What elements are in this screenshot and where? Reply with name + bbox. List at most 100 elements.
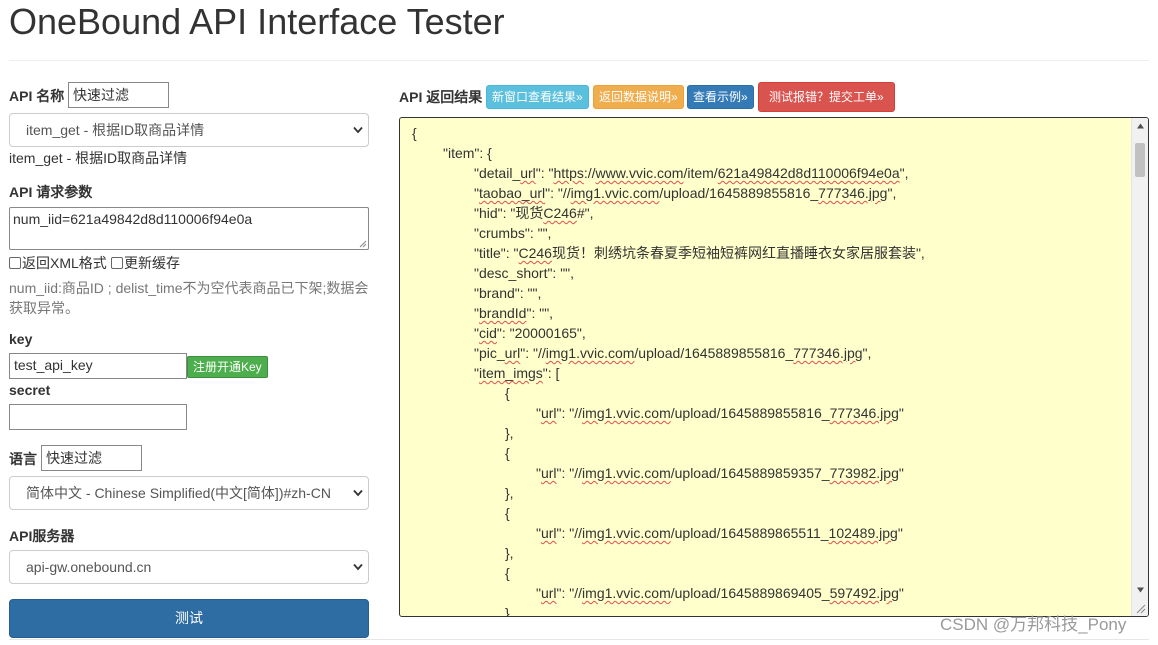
json-token: "crumbs": "", (474, 225, 552, 241)
json-token: :// (583, 165, 596, 181)
json-token: ": "// (556, 525, 583, 541)
json-token: 773982.jpg (829, 465, 899, 481)
new-window-button[interactable]: 新窗口查看结果» (486, 85, 589, 109)
json-token: url (540, 405, 557, 421)
json-line: { (412, 383, 925, 403)
scroll-thumb[interactable] (1135, 143, 1145, 177)
checkbox-icon[interactable] (9, 257, 21, 269)
json-token: www.vvic.com (595, 165, 684, 181)
json-token: ": "", (526, 305, 554, 321)
json-token: C246 (543, 205, 577, 221)
json-line: }, (412, 603, 925, 617)
json-token: " (898, 465, 904, 481)
json-line: "pic_url": "//img1.vvic.com/upload/16458… (412, 343, 925, 363)
json-line: }, (412, 543, 925, 563)
json-token: "detail_ (474, 165, 521, 181)
test-button[interactable]: 测试 (9, 599, 369, 638)
json-token: " (536, 585, 541, 601)
chevron-down-icon (353, 563, 363, 571)
json-token: ", (862, 345, 872, 361)
json-token: https (553, 165, 584, 181)
language-filter-input[interactable]: 快速过滤 (41, 445, 142, 471)
json-token: ", (887, 185, 897, 201)
json-token: /upload/1645889855816_ (670, 405, 830, 421)
server-select[interactable]: api-gw.onebound.cn (9, 550, 369, 584)
json-token: ": "// (520, 345, 546, 361)
server-label: API服务器 (9, 528, 75, 544)
json-line: "cid": "20000165", (412, 323, 925, 343)
api-filter-input[interactable]: 快速过滤 (68, 82, 169, 108)
json-line: "url": "//img1.vvic.com/upload/164588985… (412, 403, 925, 423)
data-doc-button[interactable]: 返回数据说明» (593, 85, 684, 109)
json-line: { (412, 503, 925, 523)
api-description: item_get - 根据ID取商品详情 (9, 150, 188, 166)
json-token: /upload/1645889869405_ (670, 585, 830, 601)
json-token: ": "// (556, 465, 583, 481)
json-line: "desc_short": "", (412, 263, 925, 283)
scroll-down-arrow-icon[interactable] (1136, 586, 1145, 594)
server-select-value: api-gw.onebound.cn (26, 559, 152, 575)
json-token: /upload/1645889855816_ (659, 185, 819, 201)
params-textarea[interactable]: num_iid=621a49842d8d110006f94e0a (9, 207, 369, 250)
update-cache-label: 更新缓存 (124, 255, 180, 271)
json-token: "pic_ (474, 345, 505, 361)
resize-grip-icon[interactable] (1135, 603, 1146, 614)
xml-format-checkbox[interactable]: 返回XML格式 (9, 255, 107, 271)
json-token: img1.vvic.com (545, 345, 635, 361)
report-issue-button[interactable]: 测试报错？提交工单» (758, 82, 895, 112)
json-token: ", (899, 165, 909, 181)
json-token: ": "// (545, 185, 571, 201)
json-token: ": "20000165", (496, 325, 586, 341)
json-token: " (474, 325, 479, 341)
api-name-label: API 名称 (9, 88, 65, 104)
page-title: OneBound API Interface Tester (9, 1, 505, 42)
register-key-button[interactable]: 注册开通Key (187, 356, 268, 378)
json-token: }, (505, 485, 514, 501)
api-select-value: item_get - 根据ID取商品详情 (26, 122, 205, 138)
secret-input[interactable] (9, 404, 187, 430)
scroll-up-arrow-icon[interactable] (1136, 122, 1145, 130)
key-label: key (9, 331, 33, 347)
json-line: "url": "//img1.vvic.com/upload/164588986… (412, 583, 925, 603)
params-value: num_iid=621a49842d8d110006f94e0a (13, 211, 253, 227)
json-token: 597492.jpg (829, 585, 899, 601)
xml-format-label: 返回XML格式 (22, 255, 107, 271)
key-input[interactable]: test_api_key (9, 353, 187, 379)
example-button[interactable]: 查看示例» (687, 85, 754, 109)
json-token: ": [ (542, 365, 560, 381)
language-select-value: 简体中文 - Chinese Simplified(中文[简体])#zh-CN (26, 485, 331, 501)
language-select[interactable]: 简体中文 - Chinese Simplified(中文[简体])#zh-CN (9, 476, 369, 510)
checkbox-icon[interactable] (111, 257, 123, 269)
json-token: "desc_short": "", (474, 265, 575, 281)
json-token: img1.vvic.com (582, 585, 671, 601)
json-token: img1.vvic.com (570, 185, 660, 201)
json-token: { (505, 385, 510, 401)
scrollbar[interactable] (1131, 118, 1148, 616)
json-token: 777346.jpg (829, 405, 899, 421)
json-line: { (412, 123, 925, 143)
bottom-divider (9, 639, 1149, 640)
api-select[interactable]: item_get - 根据ID取商品详情 (9, 113, 369, 147)
json-token: { (505, 445, 510, 461)
json-line: "taobao_url": "//img1.vvic.com/upload/16… (412, 183, 925, 203)
json-token: " (474, 185, 479, 201)
update-cache-checkbox[interactable]: 更新缓存 (111, 255, 180, 271)
resize-grip-icon[interactable] (358, 239, 367, 248)
json-token: ": " (535, 165, 554, 181)
json-line: }, (412, 423, 925, 443)
params-hint: num_iid:商品ID ; delist_time不为空代表商品已下架;数据会… (9, 280, 369, 316)
json-token: item_imgs (478, 365, 543, 381)
json-token: "item": { (443, 145, 492, 161)
json-token: 777346.jpg (793, 345, 863, 361)
json-line: "brand": "", (412, 283, 925, 303)
result-textarea[interactable]: { "item": { "detail_url ": "https://www.vvi… (399, 117, 1149, 617)
json-token: " (536, 525, 541, 541)
json-token: }, (505, 605, 514, 617)
json-line: "item": { (412, 143, 925, 163)
json-token: " (536, 465, 541, 481)
json-line: "title": "C246现货！刺绣坑条春夏季短袖短裤网红直播睡衣女家居服套装… (412, 243, 925, 263)
language-label: 语言 (9, 451, 37, 467)
json-token: "title": " (474, 245, 519, 261)
secret-label: secret (9, 382, 51, 398)
result-label: API 返回结果 (399, 89, 483, 105)
